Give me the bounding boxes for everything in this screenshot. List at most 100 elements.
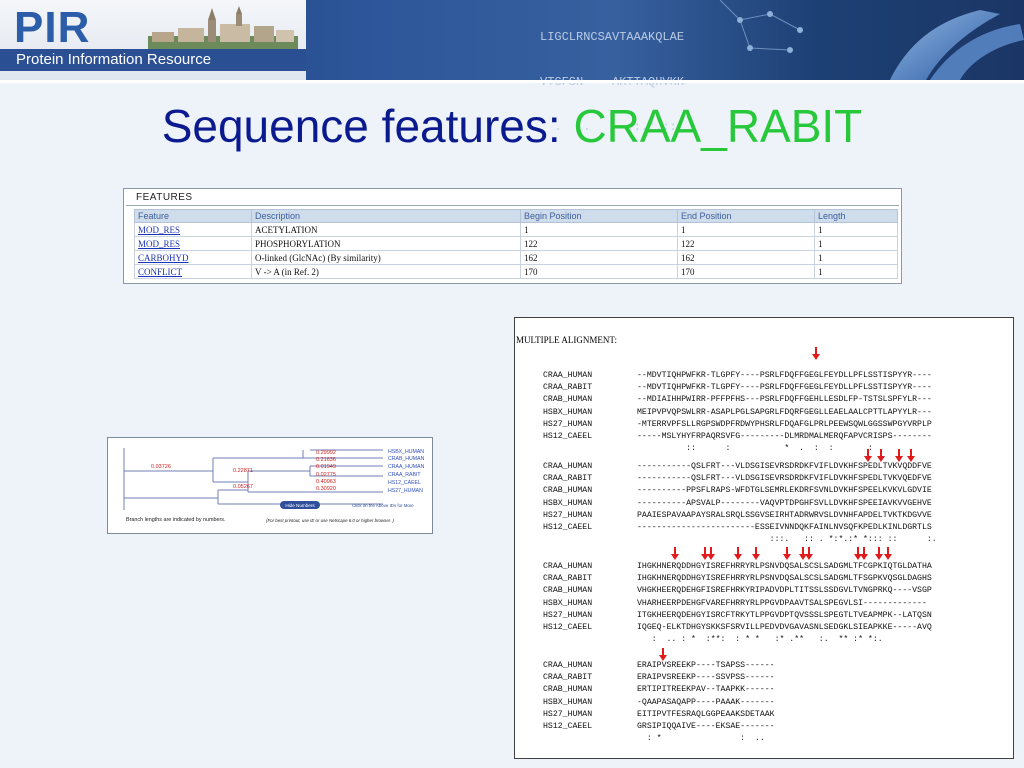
alignment-seq-name: HS12_CAEEL bbox=[543, 523, 593, 532]
column-header: Begin Position bbox=[520, 209, 678, 223]
table-row: MOD_RES PHOSPHORYLATION 122 122 1 bbox=[134, 236, 898, 251]
alignment-seq-name: CRAA_HUMAN bbox=[543, 462, 593, 471]
table-row: CONFLICT V -> A (in Ref. 2) 170 170 1 bbox=[134, 264, 898, 279]
tree-leaf-link[interactable]: CRAA_HUMAN bbox=[388, 464, 425, 470]
table-cell: 1 bbox=[814, 250, 898, 265]
page-title: Sequence features: CRAA_RABIT bbox=[0, 98, 1024, 154]
branch-length-label: 0.03726 bbox=[151, 464, 171, 470]
title-accent: CRAA_RABIT bbox=[573, 100, 863, 152]
table-cell: 1 bbox=[520, 222, 678, 237]
alignment-sequence: --MDIAIHHPWIRR-PFFPFHS---PSRLFDQFFGEHLLE… bbox=[637, 395, 932, 405]
tree-branches bbox=[123, 448, 383, 510]
alignment-seq-name: HS12_CAEEL bbox=[543, 623, 593, 632]
skyline-icon bbox=[148, 6, 298, 50]
branch-length-label: 0.22871 bbox=[233, 468, 253, 474]
alignment-seq-name: HS27_HUMAN bbox=[543, 510, 593, 520]
click-hint: Click on the Above IDs for More bbox=[352, 503, 414, 508]
alignment-consensus: :::. :: . *:*.:* *::: :: :. bbox=[637, 535, 937, 545]
phylogenetic-tree: 0.03726 0.22871 0.05267 0.29992 0.21636 … bbox=[123, 448, 425, 523]
alignment-sequence: -----MSLYHYFRPAQRSVFG---------DLMRDMALME… bbox=[637, 432, 932, 441]
pir-logo[interactable]: PIR Protein Information Resource bbox=[0, 0, 306, 80]
logo-subtitle-bar bbox=[0, 49, 306, 71]
branch-length-label: 0.30920 bbox=[316, 486, 336, 492]
alignment-sequence: IHGKHNERQDDHGYISREFHRRYRLPSNVDQSALSCSLSA… bbox=[637, 562, 932, 571]
features-table: Feature Description Begin Position End P… bbox=[134, 209, 898, 279]
table-cell: O-linked (GlcNAc) (By similarity) bbox=[251, 250, 521, 265]
table-row: MOD_RES ACETYLATION 1 1 1 bbox=[134, 222, 898, 237]
alignment-sequence: -----------QSLFRT---VLDSGISEVRSDRDKFVIFL… bbox=[637, 474, 932, 484]
alignment-sequence: -QAAPASAQAPP----PAAAK------- bbox=[637, 697, 775, 707]
alignment-seq-name: HSBX_HUMAN bbox=[543, 598, 593, 608]
alignment-sequence: VHGKHEERQDEHGFISREFHRKYRIPADVDPLTITSSLSS… bbox=[637, 586, 932, 596]
alignment-seq-name: HS27_HUMAN bbox=[543, 610, 593, 620]
tree-leaf-link[interactable]: HS27_HUMAN bbox=[388, 488, 423, 494]
alignment-sequence: --MDVTIQHPWFKR-TLGPFY----PSRLFDQFFGEGLFE… bbox=[637, 383, 932, 393]
header-banner: PIR Protein Information Resource LIGCLRN… bbox=[0, 0, 1024, 134]
protein-structure-art bbox=[719, 0, 1024, 80]
alignment-seq-name: HS27_HUMAN bbox=[543, 419, 593, 429]
tree-leaf-link[interactable]: HS12_CAEEL bbox=[388, 480, 421, 486]
alignment-consensus: :: : * . : : : bbox=[637, 444, 873, 454]
table-cell: 162 bbox=[677, 250, 815, 265]
hide-numbers-label: Hide Numbers bbox=[285, 503, 315, 508]
alignment-seq-name: HS27_HUMAN bbox=[543, 709, 593, 719]
table-cell: 1 bbox=[677, 222, 815, 237]
alignment-seq-name: HSBX_HUMAN bbox=[543, 697, 593, 707]
alignment-seq-name: CRAB_HUMAN bbox=[543, 486, 593, 496]
branch-length-label: 0.40963 bbox=[316, 479, 336, 485]
alignment-sequence: ERAIPVSREEKP----SSVPSS------ bbox=[637, 673, 775, 683]
table-cell: 122 bbox=[677, 236, 815, 251]
feature-link[interactable]: CONFLICT bbox=[134, 264, 252, 279]
alignment-consensus: : * : .. bbox=[637, 734, 765, 744]
table-cell: V -> A (in Ref. 2) bbox=[251, 264, 521, 279]
table-cell: 1 bbox=[814, 264, 898, 279]
printout-note: (For best printout, use IE or use Netsca… bbox=[266, 518, 394, 523]
tree-leaf-link[interactable]: HSBX_HUMAN bbox=[388, 449, 424, 455]
title-main: Sequence features: bbox=[161, 100, 574, 152]
alignment-sequence: ERAIPVSREEKP----TSAPSS------ bbox=[637, 661, 775, 670]
feature-link[interactable]: MOD_RES bbox=[134, 236, 252, 251]
column-header: Description bbox=[251, 209, 521, 223]
banner-seq-line: . . .:.*.:: bbox=[540, 120, 685, 134]
alignment-sequence: ------------------------ESSEIVNNDQKFAINL… bbox=[637, 523, 932, 532]
alignment-seq-name: CRAB_HUMAN bbox=[543, 586, 593, 596]
alignment-seq-name: CRAA_HUMAN bbox=[543, 371, 593, 380]
alignment-seq-name: HSBX_HUMAN bbox=[543, 407, 593, 417]
table-row: CARBOHYD O-linked (GlcNAc) (By similarit… bbox=[134, 250, 898, 265]
features-panel: FEATURES Feature Description Begin Posit… bbox=[123, 188, 902, 284]
branch-length-label: 0.01949 bbox=[316, 464, 336, 470]
phylogenetic-tree-panel: 0.03726 0.22871 0.05267 0.29992 0.21636 … bbox=[107, 437, 433, 534]
table-cell: 1 bbox=[814, 222, 898, 237]
logo-text: PIR bbox=[14, 3, 91, 52]
logo-subtitle: Protein Information Resource bbox=[16, 51, 212, 68]
alignment-seq-name: CRAA_HUMAN bbox=[543, 562, 593, 571]
alignment-seq-name: CRAA_RABIT bbox=[543, 673, 593, 683]
feature-link[interactable]: CARBOHYD bbox=[134, 250, 252, 265]
alignment-sequence: GRSIPIQQAIVE----EKSAE------- bbox=[637, 722, 775, 731]
alignment-sequence: ERTIPITREEKPAV--TAAPKK------ bbox=[637, 685, 775, 695]
column-header: End Position bbox=[677, 209, 815, 223]
alignment-seq-name: HS12_CAEEL bbox=[543, 722, 593, 731]
alignment-sequence: --MDVTIQHPWFKR-TLGPFY----PSRLFDQFFGEGLFE… bbox=[637, 371, 932, 380]
branch-length-label: 0.29992 bbox=[316, 450, 336, 456]
alignment-seq-name: CRAB_HUMAN bbox=[543, 685, 593, 695]
alignment-seq-name: HS12_CAEEL bbox=[543, 432, 593, 441]
banner-seq-line: LIGCLRNCSAVTAAAKQLAE bbox=[540, 30, 685, 44]
alignment-sequence: PAAIESPAVAAPAYSRALSRQLSSGVSEIRHTADRWRVSL… bbox=[637, 510, 932, 520]
alignment-sequence: -----------QSLFRT---VLDSGISEVRSDRDKFVIFL… bbox=[637, 462, 932, 471]
tree-leaf-link[interactable]: CRAB_HUMAN bbox=[388, 456, 425, 462]
alignment-sequence: VHARHEERPDEHGFVAREFHRRYRLPPGVDPAAVTSALSP… bbox=[637, 598, 927, 608]
hide-numbers-button[interactable] bbox=[280, 501, 320, 509]
alignment-sequence: ITGKHEERQDEHGYISRCFTRKYTLPPGVDPTQVSSSLSP… bbox=[637, 610, 932, 620]
table-cell: 1 bbox=[814, 236, 898, 251]
features-heading: FEATURES bbox=[126, 191, 899, 206]
table-cell: 170 bbox=[677, 264, 815, 279]
column-header: Length bbox=[814, 209, 898, 223]
alignment-sequence: ----------APSVALP--------VAQVPTDPGHFSVLL… bbox=[637, 498, 932, 508]
alignment-sequence: IQGEQ-ELKTDHGYSKKSFSRVILLPEDVDVGAVASNLSE… bbox=[637, 623, 932, 632]
tree-leaf-link[interactable]: CRAA_RABIT bbox=[388, 472, 421, 478]
feature-link[interactable]: MOD_RES bbox=[134, 222, 252, 237]
branch-length-label: 0.02775 bbox=[316, 472, 336, 478]
alignment-sequence: -MTERRVPFSLLRGPSWDPFRDWYPHSRLFDQAFGLPRLP… bbox=[637, 419, 932, 429]
branch-length-label: 0.21636 bbox=[316, 457, 336, 463]
